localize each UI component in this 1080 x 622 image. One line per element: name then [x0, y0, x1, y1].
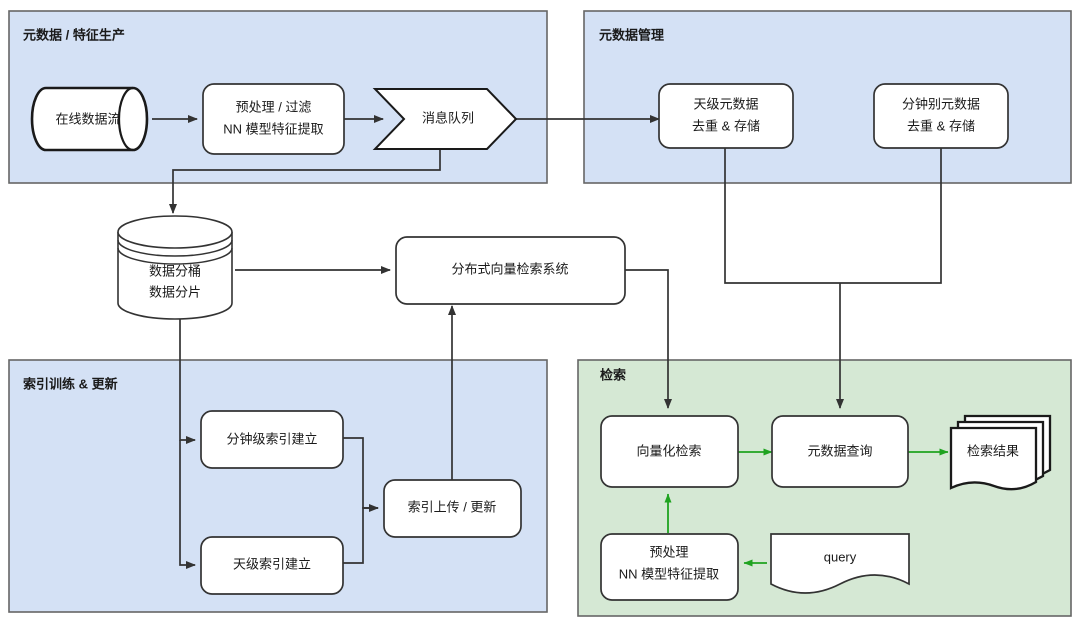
- edge-vector-search-to-vector-retrieval: [625, 269, 672, 409]
- node-message-queue[interactable]: 消息队列: [372, 88, 518, 150]
- edge-bucket-to-day-index: [179, 440, 196, 569]
- node-label-data-bucket-shard-line1: 数据分桶: [149, 263, 201, 278]
- node-label-minute-level-metadata-line1: 分钟别元数据: [902, 96, 980, 111]
- node-label-data-bucket-shard-line2: 数据分片: [149, 284, 201, 299]
- node-label-distributed-vector-search: 分布式向量检索系统: [451, 261, 568, 276]
- edge-day-index-to-upload: [343, 507, 378, 564]
- node-day-level-metadata[interactable]: 天级元数据 去重 & 存储: [658, 83, 794, 149]
- node-label-message-queue: 消息队列: [422, 110, 474, 125]
- node-label-metadata-query: 元数据查询: [807, 443, 872, 458]
- node-label-day-index-build: 天级索引建立: [233, 556, 311, 571]
- node-label-retrieval-results: 检索结果: [967, 443, 1019, 458]
- edges-gray: [152, 115, 942, 569]
- node-label-preprocess-extract-line2: NN 模型特征提取: [223, 121, 323, 136]
- node-label-day-level-metadata-line2: 去重 & 存储: [692, 118, 760, 133]
- node-label-online-data-stream: 在线数据流: [55, 111, 120, 126]
- node-label-day-level-metadata-line1: 天级元数据: [693, 96, 758, 111]
- node-retrieval-results[interactable]: 检索结果: [949, 414, 1052, 491]
- node-distributed-vector-search[interactable]: 分布式向量检索系统: [395, 236, 626, 305]
- node-minute-level-metadata[interactable]: 分钟别元数据 去重 & 存储: [873, 83, 1009, 149]
- node-label-query-preprocess-line1: 预处理: [649, 544, 688, 559]
- node-minute-index-build[interactable]: 分钟级索引建立: [200, 410, 344, 469]
- edges-green: [664, 448, 949, 567]
- node-label-query-preprocess-line2: NN 模型特征提取: [619, 566, 719, 581]
- node-label-preprocess-extract-line1: 预处理 / 过滤: [236, 99, 312, 114]
- node-label-minute-level-metadata-line2: 去重 & 存储: [907, 118, 975, 133]
- node-label-query: query: [824, 549, 857, 564]
- node-preprocess-extract[interactable]: 预处理 / 过滤 NN 模型特征提取: [202, 83, 345, 155]
- edge-day-metadata-down: [724, 148, 840, 284]
- panel-title-index-training-update: 索引训练 & 更新: [23, 376, 118, 391]
- node-index-upload-update[interactable]: 索引上传 / 更新: [383, 479, 522, 538]
- panel-title-metadata-feature-production: 元数据 / 特征生产: [23, 27, 125, 42]
- node-day-index-build[interactable]: 天级索引建立: [200, 536, 344, 595]
- node-online-data-stream[interactable]: 在线数据流: [30, 86, 149, 152]
- node-label-vector-retrieval: 向量化检索: [636, 443, 701, 458]
- node-label-minute-index-build: 分钟级索引建立: [226, 431, 317, 446]
- panel-title-retrieval: 检索: [600, 367, 626, 382]
- node-query[interactable]: query: [770, 533, 910, 594]
- edge-mq-to-data-bucket: [169, 147, 441, 214]
- edge-minute-metadata-down: [840, 148, 942, 284]
- node-data-bucket-shard[interactable]: 数据分桶 数据分片: [117, 215, 233, 320]
- panel-title-metadata-management: 元数据管理: [599, 27, 664, 42]
- node-label-index-upload-update: 索引上传 / 更新: [408, 499, 497, 514]
- node-metadata-query[interactable]: 元数据查询: [771, 415, 909, 488]
- node-query-preprocess[interactable]: 预处理 NN 模型特征提取: [600, 533, 739, 601]
- node-vector-retrieval[interactable]: 向量化检索: [600, 415, 739, 488]
